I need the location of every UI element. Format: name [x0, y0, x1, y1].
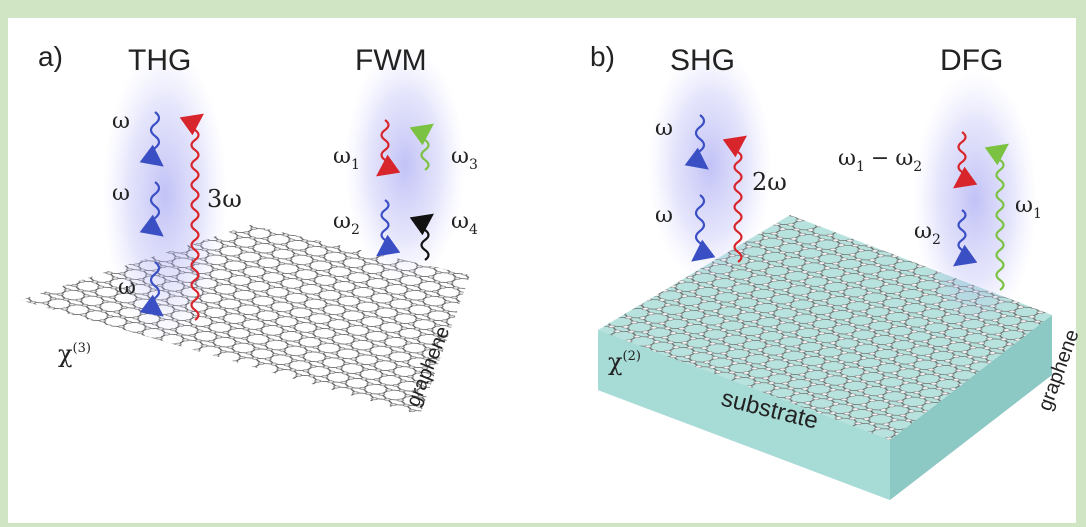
fwm-omega4: ω4 — [451, 209, 478, 238]
shg-input-wave-2 — [691, 194, 716, 262]
thg-output-wave — [179, 113, 204, 321]
substrate-side — [598, 315, 1052, 500]
chi2-label: χ(2) — [608, 348, 641, 376]
dfg-input-wave-1 — [953, 131, 978, 189]
substrate-front — [598, 330, 890, 500]
fwm-omega1: ω1 — [333, 144, 360, 173]
thg-input-wave-3 — [139, 261, 164, 317]
shg-omega-2: ω — [655, 203, 673, 228]
dfg-input-wave-2 — [953, 209, 978, 267]
shg-omega-1: ω — [655, 116, 673, 141]
thg-omega-3: ω — [118, 275, 136, 300]
dfg-omega2: ω2 — [914, 219, 941, 248]
dfg-glow — [913, 70, 1037, 330]
thg-input-wave-2 — [139, 181, 164, 237]
shg-glow — [648, 45, 772, 285]
dfg-output-wave — [984, 143, 1009, 291]
dfg-omega1-minus-omega2: ω1−ω2 — [838, 146, 922, 175]
thg-input-wave-1 — [139, 111, 164, 167]
chi3-label: χ(3) — [58, 340, 91, 368]
shg-input-wave-1 — [684, 114, 709, 170]
dfg-omega1-out: ω1 — [1015, 193, 1042, 222]
fwm-glow — [345, 45, 465, 285]
fwm-output-wave-green — [409, 123, 434, 171]
thg-omega-2: ω — [112, 181, 130, 206]
panel-b: b) SHG DFG ω ω 2ω ω1−ω2 ω2 ω1 χ(2) subst… — [590, 41, 1084, 500]
fwm-input-wave-1 — [376, 119, 401, 177]
shg-title: SHG — [670, 44, 735, 77]
fwm-omega3: ω3 — [451, 144, 478, 173]
shg-output-wave — [722, 135, 747, 263]
panel-a: a) THG FWM ω ω ω 3ω ω1 ω2 ω3 ω4 χ(3) gra… — [20, 41, 478, 415]
fwm-omega2: ω2 — [333, 209, 360, 238]
dfg-title: DFG — [940, 44, 1003, 77]
shg-2omega: 2ω — [752, 168, 787, 196]
fwm-output-wave-black — [409, 213, 434, 261]
thg-title: THG — [128, 44, 191, 77]
thg-3omega: 3ω — [207, 185, 242, 213]
panel-b-letter: b) — [590, 41, 615, 72]
fwm-input-wave-2 — [376, 199, 401, 257]
fwm-title: FWM — [355, 44, 427, 77]
panel-a-letter: a) — [38, 41, 63, 72]
thg-omega-1: ω — [112, 109, 130, 134]
